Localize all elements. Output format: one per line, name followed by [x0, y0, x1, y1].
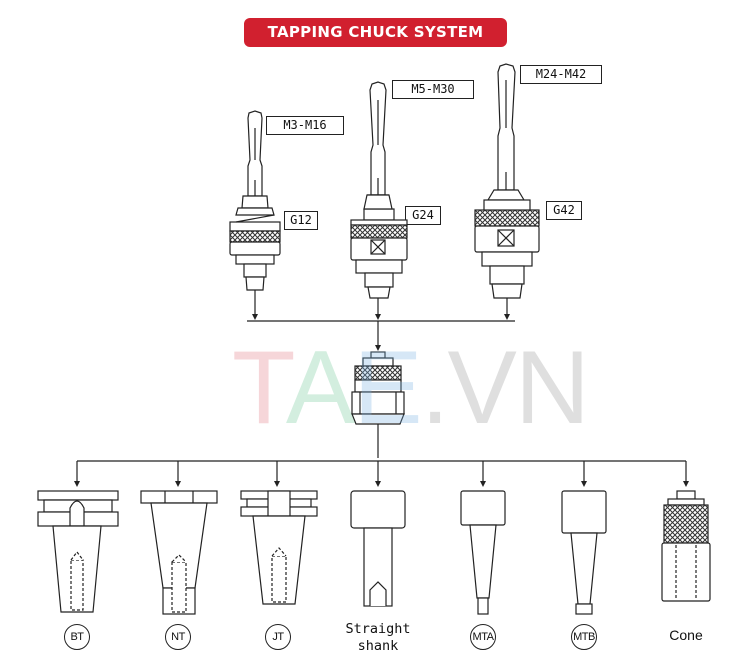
adapter-jt: [240, 490, 318, 605]
adapter-mta: [460, 490, 506, 615]
adapter-label-bt: BT: [64, 624, 90, 650]
adapter-label-straight-line1: Straight: [345, 621, 411, 637]
range-label-m24-m42: M24-M42: [520, 65, 602, 84]
adapter-cone: [661, 490, 711, 602]
connector-lines-top: [247, 290, 515, 351]
adapter-straight-shank: [350, 490, 406, 607]
adapter-label-straight-line2: shank: [357, 638, 399, 654]
adapter-label-mtb: MTB: [571, 624, 597, 650]
tap-collet-g12: [229, 110, 281, 291]
chuck-size-label-g42: G42: [546, 201, 582, 220]
watermark-logo: TAE.VN: [232, 330, 590, 446]
adapter-bt: [37, 490, 119, 613]
chuck-size-label-g12: G12: [284, 211, 318, 230]
adapter-label-jt: JT: [265, 624, 291, 650]
adapter-label-cone: Cone: [669, 627, 703, 643]
tap-collet-g42: [474, 63, 540, 299]
tap-collet-g24: [350, 81, 408, 299]
chuck-size-label-g24: G24: [405, 206, 441, 225]
adapter-nt: [140, 490, 218, 615]
connector-lines-bottom: [74, 424, 689, 487]
quick-change-holder: [351, 351, 405, 425]
adapter-label-mta: MTA: [470, 624, 496, 650]
range-label-m3-m16: M3-M16: [266, 116, 344, 135]
page-title: TAPPING CHUCK SYSTEM: [244, 18, 507, 47]
range-label-m5-m30: M5-M30: [392, 80, 474, 99]
adapter-label-straight-shank: Straight shank: [333, 621, 423, 655]
adapter-label-nt: NT: [165, 624, 191, 650]
adapter-mtb: [561, 490, 607, 615]
